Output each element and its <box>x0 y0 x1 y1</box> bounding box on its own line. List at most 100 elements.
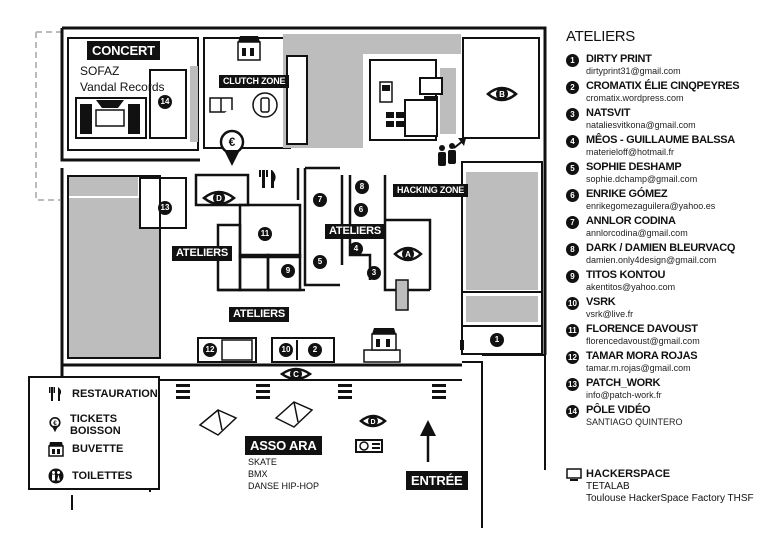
atelier-contact[interactable]: vsrk@live.fr <box>586 309 634 319</box>
atelier-name: VSRK <box>586 296 616 308</box>
marker-2: 2 <box>308 343 322 357</box>
legend-label-tickets: TICKETS BOISSON <box>69 413 121 437</box>
marker-3: 3 <box>367 266 381 280</box>
marker-6: 6 <box>354 203 368 217</box>
atelier-contact[interactable]: cromatix.wordpress.com <box>586 93 684 103</box>
marker-11: 11 <box>258 227 272 241</box>
atelier-number: 14 <box>566 405 579 418</box>
atelier-contact[interactable]: materieloff@hotmail.fr <box>586 147 675 157</box>
legend-item-toilettes: TOILETTES <box>48 468 132 484</box>
marker-5: 5 <box>313 255 327 269</box>
zone-mark-d2: D <box>370 419 375 426</box>
eye-icon-b <box>486 86 518 102</box>
legend-item-restauration: RESTAURATION <box>48 386 158 402</box>
atelier-name: TAMAR MORA ROJAS <box>586 350 698 362</box>
atelier-number: 5 <box>566 162 579 175</box>
marker-9: 9 <box>281 264 295 278</box>
ateliers-label-bottom: ATELIERS <box>229 307 289 322</box>
atelier-contact[interactable]: akentitos@yahoo.com <box>586 282 676 292</box>
legend-label-buvette: BUVETTE <box>72 443 124 455</box>
marker-4: 4 <box>349 242 363 256</box>
asso-line-3: DANSE HIP-HOP <box>248 481 320 491</box>
atelier-contact: SANTIAGO QUINTERO <box>586 417 683 427</box>
marker-14: 14 <box>158 95 172 109</box>
atelier-contact[interactable]: dirtyprint31@gmail.com <box>586 66 681 76</box>
concert-label: CONCERT <box>87 41 160 60</box>
atelier-number: 9 <box>566 270 579 283</box>
atelier-number: 11 <box>566 324 579 337</box>
arcade-icon <box>379 81 393 103</box>
ateliers-title: ATELIERS <box>566 28 636 45</box>
atelier-name: PÔLE VIDÉO <box>586 404 651 416</box>
atelier-name: DIRTY PRINT <box>586 53 652 65</box>
zone-mark-c: C <box>293 370 299 379</box>
marker-10: 10 <box>279 343 293 357</box>
atelier-name: ANNLOR CODINA <box>586 215 676 227</box>
asso-line-1: SKATE <box>248 457 277 467</box>
kiosk-icon <box>48 442 64 457</box>
atelier-contact[interactable]: info@patch-work.fr <box>586 390 662 400</box>
toilets-icon <box>48 468 64 484</box>
toilets-icon <box>438 138 466 166</box>
atelier-number: 4 <box>566 135 579 148</box>
eye-icon-d2 <box>359 414 387 428</box>
computer-icon <box>566 468 582 481</box>
kiosk-icon-2 <box>371 328 397 351</box>
atelier-name: SOPHIE DESHAMP <box>586 161 682 173</box>
atelier-name: ENRIKE GÓMEZ <box>586 188 668 200</box>
marker-1: 1 <box>490 333 504 347</box>
ateliers-label-left: ATELIERS <box>172 246 232 261</box>
fork-knife-icon <box>49 387 62 401</box>
book-icon <box>209 97 233 113</box>
zone-mark-d1: D <box>216 194 222 203</box>
projector-icon <box>355 439 383 453</box>
atelier-name: TITOS KONTOU <box>586 269 666 281</box>
atelier-number: 6 <box>566 189 579 202</box>
hackerspace-line-1: TETALAB <box>586 481 630 492</box>
atelier-number: 13 <box>566 378 579 391</box>
legend-label-restauration: RESTAURATION <box>72 388 158 400</box>
hackerspace-line-2: Toulouse HackerSpace Factory THSF <box>586 493 754 504</box>
atelier-contact[interactable]: annlorcodina@gmail.com <box>586 228 688 238</box>
marker-8: 8 <box>355 180 369 194</box>
zone-mark-a: A <box>405 250 411 259</box>
ateliers-label-center: ATELIERS <box>325 224 385 239</box>
atelier-contact[interactable]: sophie.dchamp@gmail.com <box>586 174 698 184</box>
atelier-number: 3 <box>566 108 579 121</box>
kiosk-icon <box>237 36 261 61</box>
atelier-contact[interactable]: tamar.m.rojas@gmail.com <box>586 363 691 373</box>
atelier-name: DARK / DAMIEN BLEURVACQ <box>586 242 736 254</box>
svg-text:€: € <box>229 135 236 149</box>
hacking-zone-label: HACKING ZONE <box>393 184 469 197</box>
eye-icon-a <box>393 246 423 262</box>
zone-mark-b: B <box>499 90 505 99</box>
atelier-name: NATSVIT <box>586 107 631 119</box>
atelier-contact[interactable]: enrikegomezaguilera@yahoo.es <box>586 201 716 211</box>
svg-text:€: € <box>53 420 57 427</box>
legend: RESTAURATION € TICKETS BOISSON BUVETTE T… <box>28 376 160 490</box>
atelier-number: 2 <box>566 81 579 94</box>
clutch-zone-label: CLUTCH ZONE <box>219 75 290 88</box>
euro-pin-icon: € <box>219 110 245 166</box>
marker-13: 13 <box>158 201 172 215</box>
legend-item-tickets: € TICKETS BOISSON <box>48 413 158 437</box>
concert-line-1: SOFAZ <box>80 64 120 78</box>
atelier-contact[interactable]: florencedavoust@gmail.com <box>586 336 700 346</box>
atelier-number: 8 <box>566 243 579 256</box>
atelier-contact[interactable]: damien.only4design@gmail.com <box>586 255 717 265</box>
concert-line-2: Vandal Records <box>80 80 165 94</box>
atelier-name: MÊOS - GUILLAUME BALSSA <box>586 134 735 146</box>
marker-12: 12 <box>203 343 217 357</box>
atelier-contact[interactable]: nataliesvitkona@gmail.com <box>586 120 696 130</box>
